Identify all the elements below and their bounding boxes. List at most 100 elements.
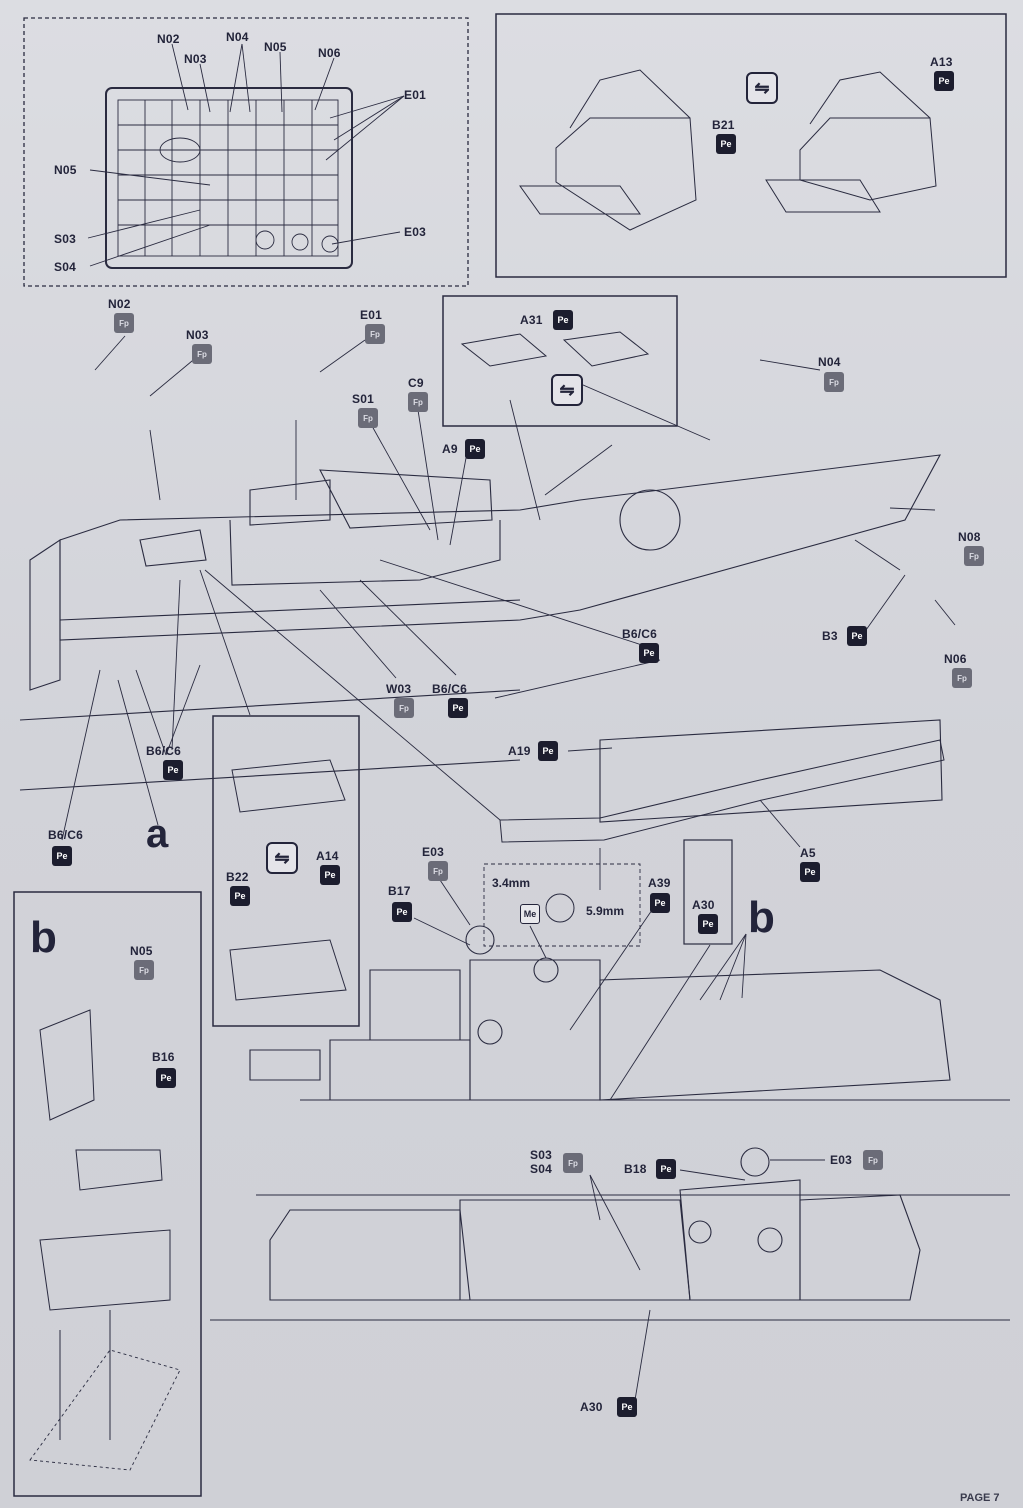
sprue-parts xyxy=(117,99,339,257)
badge-fp: Fp xyxy=(192,344,212,364)
label-a30-bottom: A30 xyxy=(580,1400,603,1414)
badge-fp: Fp xyxy=(358,408,378,428)
launcher-after xyxy=(765,71,937,213)
badge-pe: Pe xyxy=(617,1397,637,1417)
label-n05-box: N05 xyxy=(130,944,153,958)
gun-inset-frame xyxy=(212,715,360,1027)
label-e01: E01 xyxy=(404,88,426,102)
label-n04: N04 xyxy=(226,30,249,44)
label-b6c6-c: B6/C6 xyxy=(146,744,182,758)
badge-pe: Pe xyxy=(52,846,72,866)
badge-fp: Fp xyxy=(394,698,414,718)
label-s04-lower: S04 xyxy=(530,1162,552,1176)
label-e03-right: E03 xyxy=(830,1153,852,1167)
label-n08: N08 xyxy=(958,530,981,544)
launcher-inset-frame xyxy=(495,13,1007,278)
badge-pe: Pe xyxy=(230,886,250,906)
label-a13: A13 xyxy=(930,55,953,69)
badge-fp: Fp xyxy=(952,668,972,688)
sprue-frame xyxy=(105,87,353,269)
badge-pe: Pe xyxy=(847,626,867,646)
badge-pe: Pe xyxy=(538,741,558,761)
label-s04: S04 xyxy=(54,260,76,274)
launcher-before xyxy=(519,69,697,231)
label-b21: B21 xyxy=(712,118,735,132)
badge-pe: Pe xyxy=(553,310,573,330)
swap-arrows-icon: ⇋ xyxy=(746,72,778,104)
badge-fp: Fp xyxy=(365,324,385,344)
label-n04-main: N04 xyxy=(818,355,841,369)
box-b-title: b xyxy=(30,913,57,962)
swap-arrows-icon: ⇋ xyxy=(551,374,583,406)
label-c9: C9 xyxy=(408,376,424,390)
dimension-left: 3.4mm xyxy=(492,876,531,890)
sprue-inset-frame xyxy=(23,17,469,287)
label-a5: A5 xyxy=(800,846,816,860)
label-s03: S03 xyxy=(54,232,76,246)
badge-pe: Pe xyxy=(934,71,954,91)
railing-a5 xyxy=(499,739,945,843)
label-n02-main: N02 xyxy=(108,297,131,311)
label-n06-main: N06 xyxy=(944,652,967,666)
dimension-right: 5.9mm xyxy=(586,904,625,918)
badge-pe: Pe xyxy=(639,643,659,663)
badge-fp: Fp xyxy=(408,392,428,412)
label-n05-left: N05 xyxy=(54,163,77,177)
badge-me: Me xyxy=(520,904,540,924)
label-b3: B3 xyxy=(822,629,838,643)
badge-fp: Fp xyxy=(863,1150,883,1170)
badge-pe: Pe xyxy=(465,439,485,459)
label-b6c6-d: B6/C6 xyxy=(48,828,84,842)
label-a31: A31 xyxy=(520,313,543,327)
label-a9: A9 xyxy=(442,442,458,456)
label-b22: B22 xyxy=(226,870,249,884)
superstructure-lower xyxy=(210,1147,1010,1321)
label-a39: A39 xyxy=(648,876,671,890)
label-e03: E03 xyxy=(404,225,426,239)
label-b16: B16 xyxy=(152,1050,175,1064)
badge-fp: Fp xyxy=(964,546,984,566)
label-s01: S01 xyxy=(352,392,374,406)
badge-fp: Fp xyxy=(114,313,134,333)
superstructure-upper xyxy=(249,925,1010,1101)
dimension-box xyxy=(483,863,641,947)
badge-pe: Pe xyxy=(800,862,820,882)
badge-pe: Pe xyxy=(448,698,468,718)
label-w03: W03 xyxy=(386,682,412,696)
label-n05-top: N05 xyxy=(264,40,287,54)
badge-pe: Pe xyxy=(650,893,670,913)
label-e03-top: E03 xyxy=(422,845,444,859)
badge-pe: Pe xyxy=(320,865,340,885)
label-n02: N02 xyxy=(157,32,180,46)
callout-b: b xyxy=(748,893,775,942)
label-b6c6-b: B6/C6 xyxy=(432,682,468,696)
sprue-leaders xyxy=(87,43,405,267)
badge-pe: Pe xyxy=(698,914,718,934)
badge-pe: Pe xyxy=(392,902,412,922)
label-a30-top: A30 xyxy=(692,898,715,912)
badge-pe: Pe xyxy=(163,760,183,780)
badge-pe: Pe xyxy=(716,134,736,154)
hatch-inset-frame xyxy=(442,295,678,427)
label-a14: A14 xyxy=(316,849,339,863)
lower-leaders xyxy=(413,848,825,1401)
badge-pe: Pe xyxy=(656,1159,676,1179)
deck-structure xyxy=(19,454,943,823)
badge-pe: Pe xyxy=(156,1068,176,1088)
label-n03-main: N03 xyxy=(186,328,209,342)
label-s03-lower: S03 xyxy=(530,1148,552,1162)
label-b17: B17 xyxy=(388,884,411,898)
badge-fp: Fp xyxy=(563,1153,583,1173)
label-e01-main: E01 xyxy=(360,308,382,322)
label-b6c6-a: B6/C6 xyxy=(622,627,658,641)
label-n03: N03 xyxy=(184,52,207,66)
label-n06: N06 xyxy=(318,46,341,60)
badge-fp: Fp xyxy=(134,960,154,980)
box-b-frame xyxy=(13,891,202,1497)
badge-fp: Fp xyxy=(824,372,844,392)
label-b18: B18 xyxy=(624,1162,647,1176)
badge-fp: Fp xyxy=(428,861,448,881)
callout-a: a xyxy=(146,812,169,856)
